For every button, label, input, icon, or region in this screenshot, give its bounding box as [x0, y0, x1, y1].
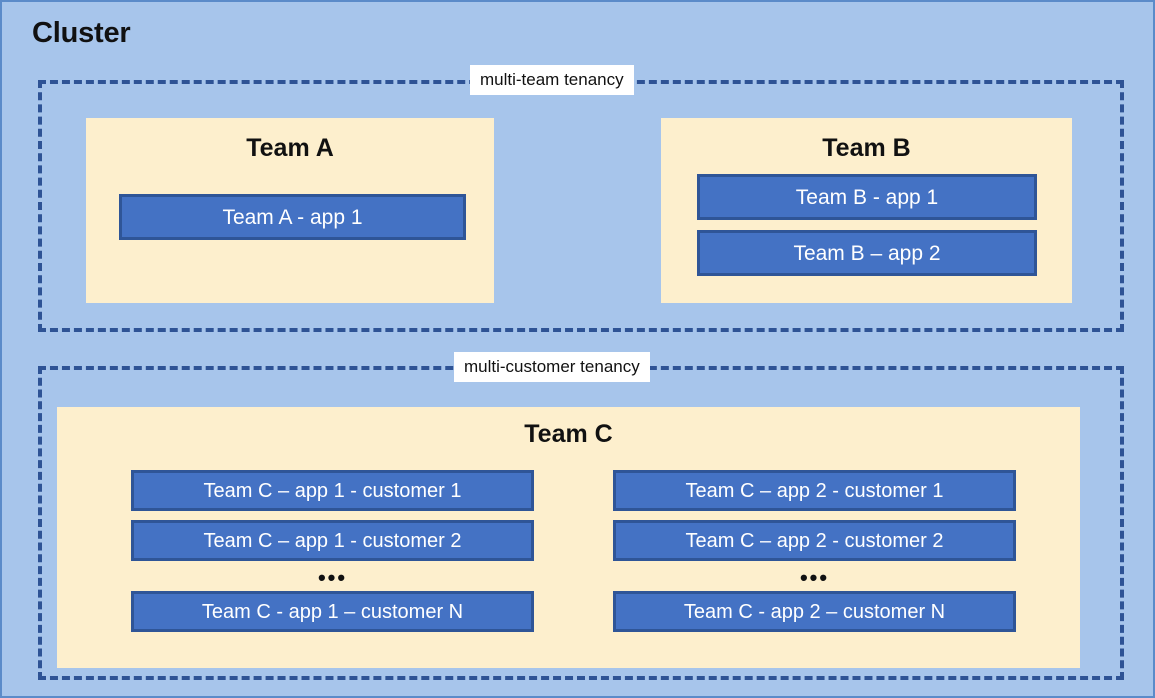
team-c-app-2-ellipsis: ••• — [799, 565, 830, 590]
app-box-team-c-app-1-customer-1[interactable]: Team C – app 1 - customer 1 — [131, 470, 534, 511]
team-b-box: Team B Team B - app 1 Team B – app 2 — [661, 118, 1072, 303]
team-a-title: Team A — [246, 134, 334, 162]
app-box-team-c-app-1-customer-2[interactable]: Team C – app 1 - customer 2 — [131, 520, 534, 561]
app-box-team-c-app-2-customer-1[interactable]: Team C – app 2 - customer 1 — [613, 470, 1016, 511]
team-c-title: Team C — [524, 420, 613, 448]
multi-team-tenancy-label: multi-team tenancy — [470, 65, 634, 95]
team-a-app-list: Team A - app 1 — [119, 194, 466, 240]
app-box-team-b-app-2[interactable]: Team B – app 2 — [697, 230, 1037, 276]
team-c-app-2-column: Team C – app 2 - customer 1 Team C – app… — [613, 470, 1016, 632]
multi-customer-tenancy-label: multi-customer tenancy — [454, 352, 650, 382]
app-box-team-c-app-1-customer-n[interactable]: Team C - app 1 – customer N — [131, 591, 534, 632]
app-box-team-b-app-1[interactable]: Team B - app 1 — [697, 174, 1037, 220]
team-b-title: Team B — [822, 134, 911, 162]
cluster-title: Cluster — [32, 17, 131, 49]
app-box-team-a-app-1[interactable]: Team A - app 1 — [119, 194, 466, 240]
team-c-app-1-ellipsis: ••• — [317, 565, 348, 590]
team-c-app-1-column: Team C – app 1 - customer 1 Team C – app… — [131, 470, 534, 632]
team-c-columns: Team C – app 1 - customer 1 Team C – app… — [131, 470, 1016, 632]
team-a-box: Team A Team A - app 1 — [86, 118, 494, 303]
app-box-team-c-app-2-customer-n[interactable]: Team C - app 2 – customer N — [613, 591, 1016, 632]
app-box-team-c-app-2-customer-2[interactable]: Team C – app 2 - customer 2 — [613, 520, 1016, 561]
team-c-box: Team C Team C – app 1 - customer 1 Team … — [57, 407, 1080, 668]
team-b-app-list: Team B - app 1 Team B – app 2 — [697, 174, 1037, 276]
